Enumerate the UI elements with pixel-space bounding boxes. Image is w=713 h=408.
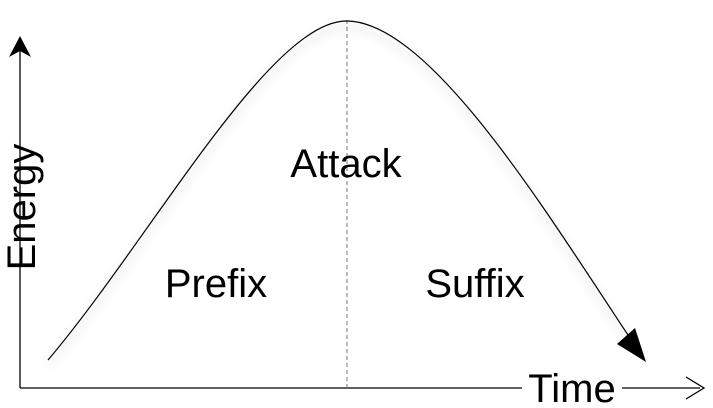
phase-label-suffix: Suffix: [425, 262, 524, 306]
y-axis-arrowhead: [9, 36, 31, 57]
x-axis-label-backing: [522, 371, 622, 408]
phase-label-prefix: Prefix: [165, 262, 267, 306]
phase-label-attack: Attack: [290, 142, 402, 186]
x-axis-label: Time: [528, 367, 615, 408]
y-axis-label: Energy: [0, 144, 44, 271]
curve-arrowhead: [617, 328, 646, 362]
x-axis-arrowhead: [685, 376, 706, 400]
energy-curve: [47, 20, 629, 361]
